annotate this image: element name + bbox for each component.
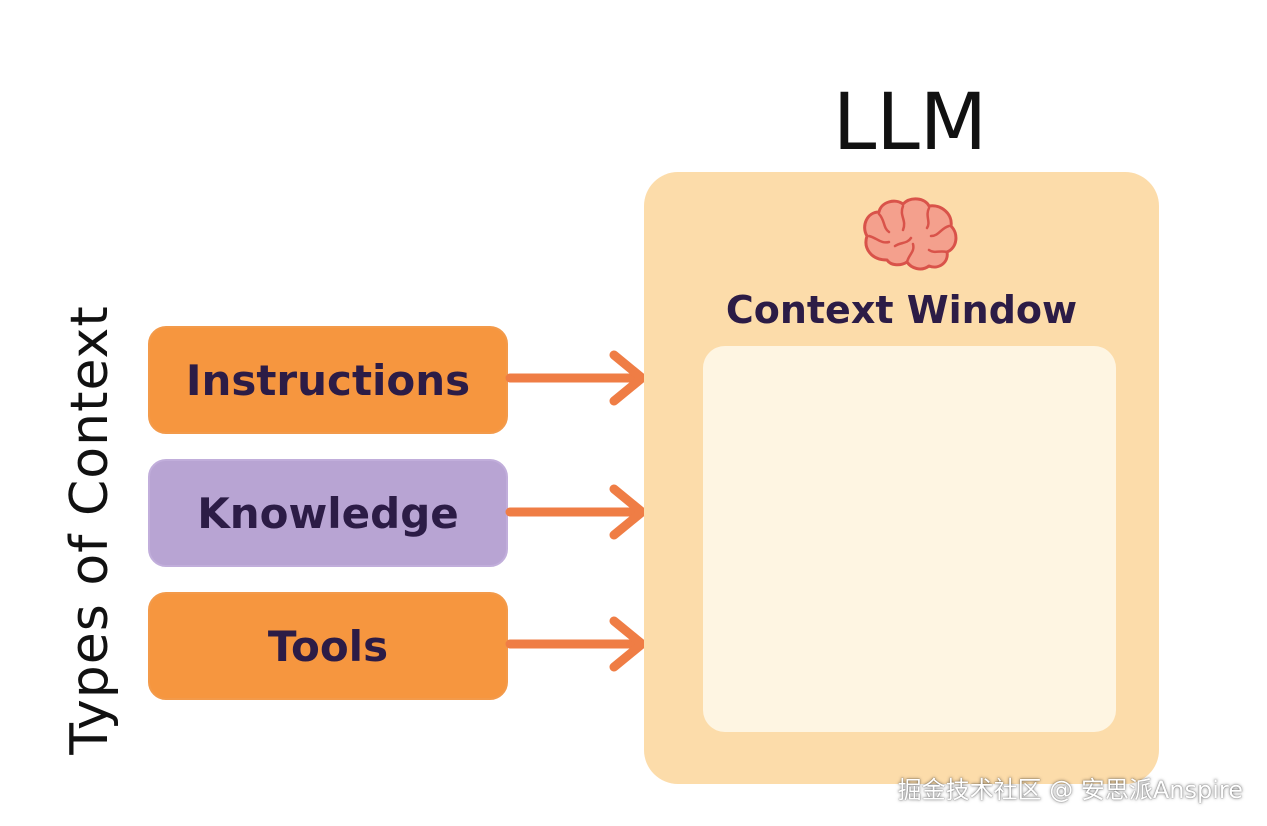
llm-panel: Context Window xyxy=(644,172,1159,784)
llm-title: LLM xyxy=(832,78,988,168)
arrow-tools xyxy=(505,616,647,672)
context-window-area xyxy=(703,346,1116,732)
brain-icon xyxy=(863,197,958,271)
watermark: 掘金技术社区 @ 安思派Anspire xyxy=(897,776,1243,804)
instructions-label: Instructions xyxy=(185,355,471,405)
types-of-context-label: Types of Context xyxy=(60,305,120,755)
arrow-knowledge xyxy=(505,484,647,540)
knowledge-box: Knowledge xyxy=(148,459,508,567)
tools-label: Tools xyxy=(267,621,389,671)
knowledge-label: Knowledge xyxy=(197,488,459,538)
instructions-box: Instructions xyxy=(148,326,508,434)
tools-box: Tools xyxy=(148,592,508,700)
arrow-instructions xyxy=(505,350,647,406)
context-window-title: Context Window xyxy=(725,288,1078,332)
